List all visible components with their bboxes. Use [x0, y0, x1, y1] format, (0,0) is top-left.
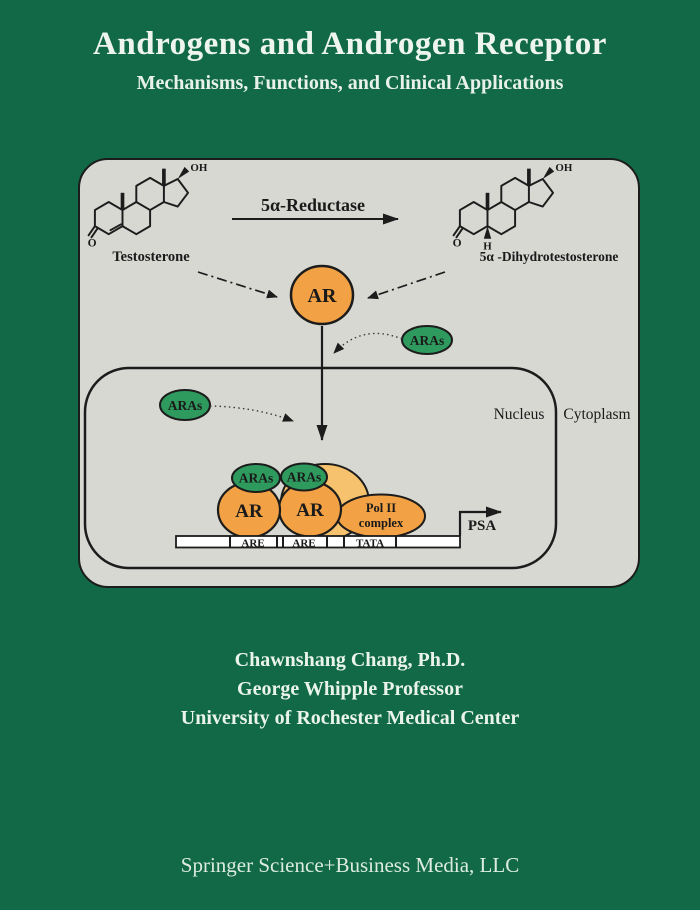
aras-complex-oval-2 [280, 462, 328, 492]
are-label-2: ARE [292, 538, 315, 550]
delta4-double-bond [109, 223, 122, 232]
steroid-ring-d [162, 178, 190, 208]
cytoplasm-label: Cytoplasm [563, 406, 630, 423]
steroid-ring-b [121, 201, 152, 236]
ketone-bond-2 [455, 227, 464, 239]
ar-dimer-label-2: AR [296, 500, 324, 521]
steroid-ring-b [486, 201, 517, 236]
ar-receptor-label: AR [308, 285, 337, 307]
steroid-ring-d [527, 178, 555, 208]
book-title: Androgens and Androgen Receptor [93, 26, 607, 62]
aras-cytoplasm-label: ARAs [410, 333, 445, 348]
dht-structure: OH O H [453, 162, 573, 253]
nucleus-label: Nucleus [494, 406, 545, 423]
steroid-ring-c [500, 176, 530, 212]
author-title: George Whipple Professor [237, 678, 463, 700]
aras-nucleus-label: ARAs [168, 398, 203, 413]
aras-complex-label-1: ARAs [239, 471, 274, 486]
steroid-ring-a [458, 201, 489, 236]
book-subtitle: Mechanisms, Functions, and Clinical Appl… [136, 72, 564, 94]
c5-hydrogen-wedge [483, 226, 492, 239]
ketone-bond-2 [90, 227, 99, 239]
hydroxyl-label: OH [190, 162, 207, 174]
dht-to-ar-arrow [367, 271, 446, 300]
tata-label: TATA [356, 538, 384, 550]
testosterone-structure: OH O [88, 162, 208, 249]
aras-complex-label-2: ARAs [287, 470, 322, 485]
polii-label-line2: complex [359, 516, 404, 530]
hydrogen-label: H [483, 241, 492, 253]
psa-transcription-arrow [458, 506, 502, 536]
hydroxyl-wedge-bond [542, 166, 555, 179]
author-block: Chawnshang Chang, Ph.D. George Whipple P… [0, 646, 700, 733]
nucleus-membrane [83, 366, 558, 570]
enzyme-label: 5α-Reductase [261, 195, 365, 215]
author-name: Chawnshang Chang, Ph.D. [234, 649, 466, 671]
aras-cytoplasm-arrow [333, 332, 403, 354]
ar-receptor-oval [289, 264, 355, 326]
polii-label-line1: Pol II [366, 501, 396, 515]
aras-cytoplasm-oval [401, 325, 453, 355]
aras-nucleus-oval [159, 389, 211, 421]
author-institution: University of Rochester Medical Center [180, 707, 520, 729]
dht-label: 5α -Dihydrotestosterone [480, 249, 619, 264]
ar-dimer-label-1: AR [235, 501, 263, 522]
transcription-complex: ARAs ARAs AR AR Pol II complex [216, 462, 426, 541]
ketone-bond-1 [452, 225, 461, 237]
hydroxyl-label: OH [555, 162, 572, 174]
are-label-1: ARE [241, 538, 264, 550]
testosterone-to-ar-arrow [197, 271, 278, 299]
steroid-ring-a [93, 201, 124, 236]
ketone-label: O [453, 237, 462, 249]
steroid-ring-c [135, 176, 165, 212]
hydroxyl-wedge-bond [177, 166, 190, 179]
aras-complex-oval-1 [231, 463, 281, 493]
publisher-name: Springer Science+Business Media, LLC [180, 853, 520, 877]
dna-bar [175, 535, 461, 549]
psa-label: PSA [468, 518, 497, 534]
aras-nucleus-arrow [209, 405, 294, 422]
dna-promoter-bar: ARE ARE TATA [175, 535, 461, 550]
testosterone-label: Testosterone [112, 249, 190, 265]
mechanism-diagram-panel: OH O Testosterone 5α-Reductase OH O H 5α… [78, 158, 640, 588]
mechanism-diagram: OH O Testosterone 5α-Reductase OH O H 5α… [83, 162, 631, 570]
ketone-label: O [88, 237, 97, 249]
ketone-bond-1 [87, 225, 96, 237]
